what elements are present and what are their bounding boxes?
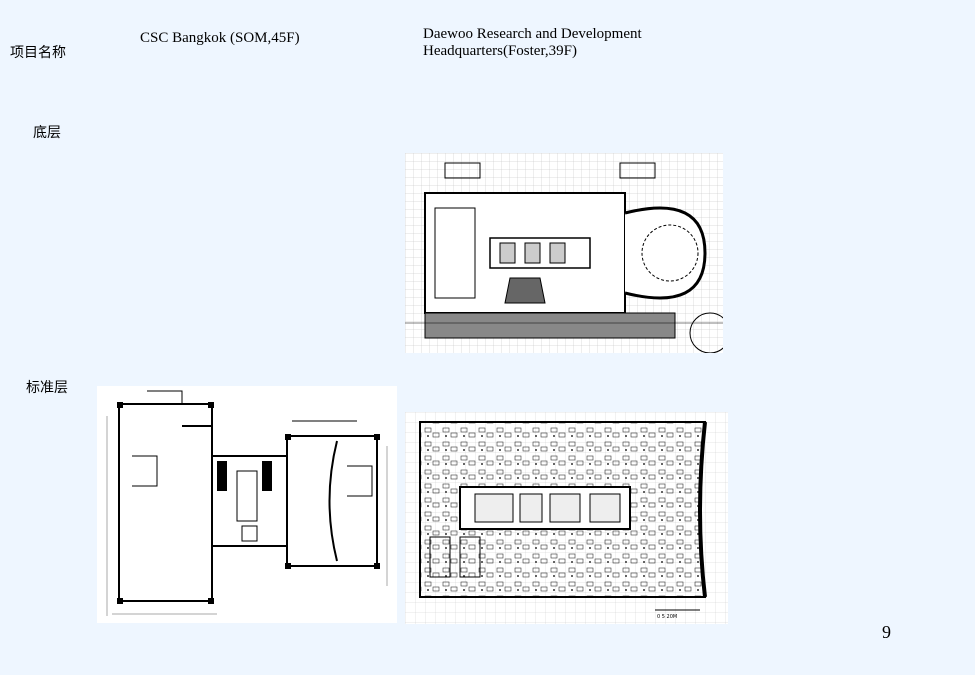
scale-bar-label: 0 5 20M	[657, 614, 677, 620]
project-title-daewoo-line2: Headquarters(Foster,39F)	[423, 43, 577, 59]
page-number: 9	[882, 622, 891, 642]
row-label-ground-floor: 底层	[33, 125, 61, 141]
row-label-project-name: 项目名称	[10, 45, 66, 61]
csc-bangkok-typical-floor-plan	[97, 386, 397, 623]
project-title-daewoo: Daewoo Research and Development Headquar…	[423, 26, 642, 60]
daewoo-ground-floor-plan	[405, 153, 723, 353]
row-label-typical-floor: 标准层	[26, 380, 68, 396]
project-title-csc-bangkok: CSC Bangkok (SOM,45F)	[140, 30, 300, 46]
project-title-daewoo-line1: Daewoo Research and Development	[423, 26, 642, 42]
daewoo-typical-floor-plan: 0 5 20M	[405, 412, 728, 624]
